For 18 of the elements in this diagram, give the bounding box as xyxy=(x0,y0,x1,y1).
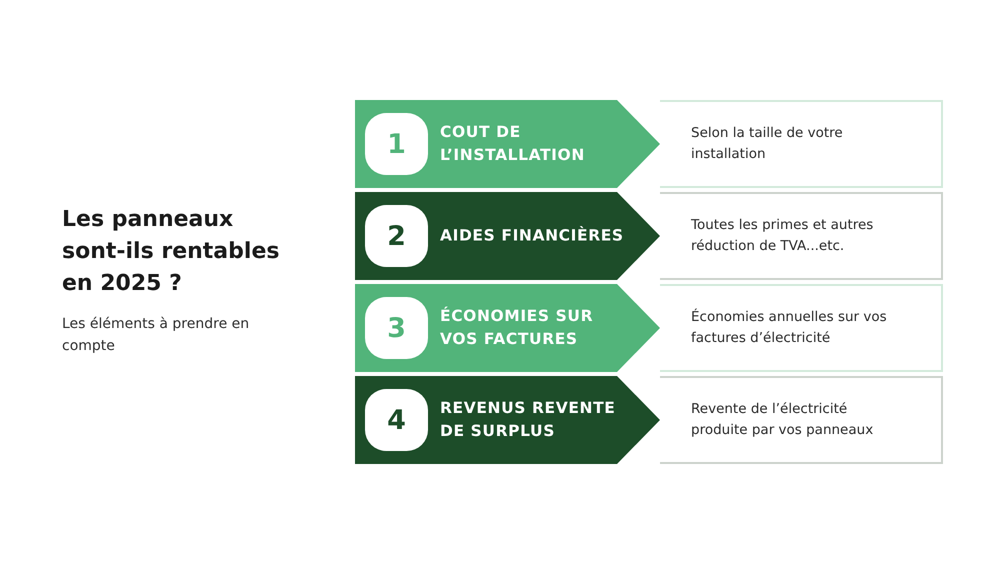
step-title: COUT DE L’INSTALLATION xyxy=(440,122,586,166)
step-title: AIDES FINANCIÈRES xyxy=(440,225,625,246)
title: Les panneaux sont-ils rentables en 2025 ? xyxy=(62,206,280,298)
arrow-banner xyxy=(355,192,660,280)
step-number: 1 xyxy=(365,113,428,175)
description-box: Économies annuelles sur vos factures d’électricité xyxy=(660,284,943,372)
description-box: Toutes les primes et autres réduction de TVA...etc. xyxy=(660,192,943,280)
subtitle: Les éléments à prendre en compte xyxy=(62,315,250,356)
description-box: Selon la taille de votre installation xyxy=(660,100,943,188)
arrow-banner xyxy=(355,100,660,188)
arrow-banner xyxy=(355,376,660,464)
step-number: 4 xyxy=(365,389,428,451)
step-number: 2 xyxy=(365,205,428,267)
step-number: 3 xyxy=(365,297,428,359)
arrow-banner xyxy=(355,284,660,372)
step-title: REVENUS REVENTE DE SURPLUS xyxy=(440,398,616,442)
description-box: Revente de l’électricité produite par vos panneaux xyxy=(660,376,943,464)
step-title: ÉCONOMIES SUR VOS FACTURES xyxy=(440,306,594,350)
